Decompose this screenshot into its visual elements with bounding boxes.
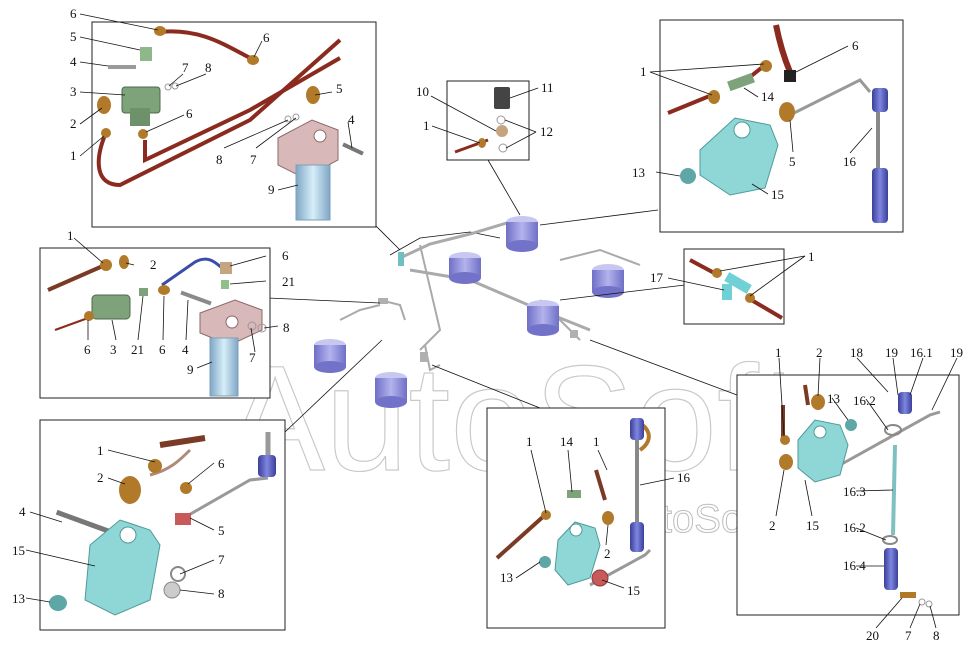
central-chassis-layout: [314, 216, 641, 408]
callout-label: 2: [150, 257, 157, 272]
detail-box-top-right: [659, 19, 904, 233]
callout-label: 15: [806, 518, 819, 533]
air-tank: [592, 264, 624, 298]
callout-label: 5: [218, 523, 225, 538]
air-tank: [527, 300, 559, 336]
callout-label: 16: [843, 154, 857, 169]
callout-label: 6: [218, 456, 225, 471]
callout-label: 13: [12, 591, 25, 606]
callout-label: 3: [70, 84, 77, 99]
callout-label: 8: [216, 152, 223, 167]
callout-label: 1: [97, 443, 104, 458]
callout-label: 7: [250, 152, 257, 167]
callout-label: 16.3: [843, 484, 866, 499]
callouts-bottom-right: 1 2 18 19 16.1 19 13 16.2 2 16.3 15 16.2…: [769, 345, 963, 643]
callout-label: 14: [761, 89, 775, 104]
detail-box-bottom-center: [486, 407, 666, 629]
callout-label: 17: [650, 270, 664, 285]
callout-label: 1: [775, 345, 782, 360]
callout-label: 15: [627, 583, 640, 598]
callouts-top-left: 6 5 4 3 2 1 6 7 8 6 5 8 7 4 9: [70, 6, 355, 197]
callout-label: 6: [159, 342, 166, 357]
callout-label: 20: [866, 628, 879, 643]
callouts-bottom-left: 1 2 6 4 5 15 7 13 8: [12, 443, 225, 606]
callouts-top-right: 1 6 14 5 13 15 16: [632, 38, 859, 202]
callout-label: 6: [852, 38, 859, 53]
air-tank: [314, 339, 346, 373]
leader-lines: [25, 13, 958, 629]
callout-label: 4: [348, 112, 355, 127]
callout-label: 5: [336, 81, 343, 96]
callout-label: 7: [905, 628, 912, 643]
callout-label: 14: [560, 434, 574, 449]
air-tank: [375, 372, 407, 408]
callout-label: 2: [604, 546, 611, 561]
callout-label: 19: [885, 345, 898, 360]
callout-label: 6: [186, 106, 193, 121]
callout-label: 9: [187, 362, 194, 377]
callout-label: 4: [70, 54, 77, 69]
callout-label: 8: [283, 320, 290, 335]
callout-label: 7: [249, 350, 256, 365]
callout-label: 5: [789, 154, 796, 169]
callout-label: 1: [70, 148, 77, 163]
detail-box-middle-left: [39, 247, 271, 399]
callout-label: 1: [640, 64, 647, 79]
callout-label: 8: [218, 586, 225, 601]
callout-label: 1: [808, 249, 815, 264]
callout-label: 8: [933, 628, 940, 643]
callout-label: 1: [423, 118, 430, 133]
callout-label: 8: [205, 60, 212, 75]
callout-label: 2: [70, 116, 77, 131]
detail-box-bottom-left: [39, 419, 286, 631]
air-tank: [506, 216, 538, 252]
callout-label: 7: [218, 552, 225, 567]
callout-label: 10: [416, 84, 429, 99]
callout-label: 1: [526, 434, 533, 449]
detail-box-bottom-right: [736, 374, 960, 616]
callout-label: 16: [677, 470, 691, 485]
callouts-middle-right: 1 17: [650, 249, 815, 285]
callout-label: 12: [540, 124, 553, 139]
callout-label: 19: [950, 345, 963, 360]
callouts-top-center: 10 11 1 12: [416, 80, 554, 139]
detail-box-top-center: [446, 80, 530, 161]
callout-label: 2: [769, 518, 776, 533]
callout-label: 5: [70, 29, 77, 44]
callout-label: 18: [850, 345, 863, 360]
callout-label: 15: [12, 543, 25, 558]
callout-label: 16.2: [853, 393, 876, 408]
callout-label: 13: [632, 165, 645, 180]
callout-label: 9: [268, 182, 275, 197]
callout-label: 6: [263, 30, 270, 45]
callout-label: 3: [110, 342, 117, 357]
callouts-middle-left: 1 2 6 21 6 3 21 6 4 7 8 9: [67, 228, 295, 377]
callout-label: 21: [131, 342, 144, 357]
callouts-bottom-center: 1 14 1 16 2 13 15: [500, 434, 691, 598]
callout-label: 15: [771, 187, 784, 202]
air-tank: [449, 252, 481, 284]
callout-label: 2: [816, 345, 823, 360]
callout-label: 6: [84, 342, 91, 357]
callout-label: 4: [182, 342, 189, 357]
callout-label: 1: [593, 434, 600, 449]
callout-label: 13: [500, 570, 513, 585]
callout-label: 1: [67, 228, 74, 243]
callout-label: 6: [70, 6, 77, 21]
callout-label: 21: [282, 274, 295, 289]
detail-box-top-left: [91, 21, 377, 228]
callout-label: 2: [97, 470, 104, 485]
callout-label: 13: [827, 391, 840, 406]
detail-box-middle-right: [683, 248, 785, 325]
callout-label: 16.2: [843, 520, 866, 535]
callout-label: 11: [541, 80, 554, 95]
callout-label: 7: [182, 60, 189, 75]
callout-label: 6: [282, 248, 289, 263]
callout-label: 16.4: [843, 558, 866, 573]
callout-label: 4: [19, 504, 26, 519]
callout-label: 16.1: [910, 345, 933, 360]
